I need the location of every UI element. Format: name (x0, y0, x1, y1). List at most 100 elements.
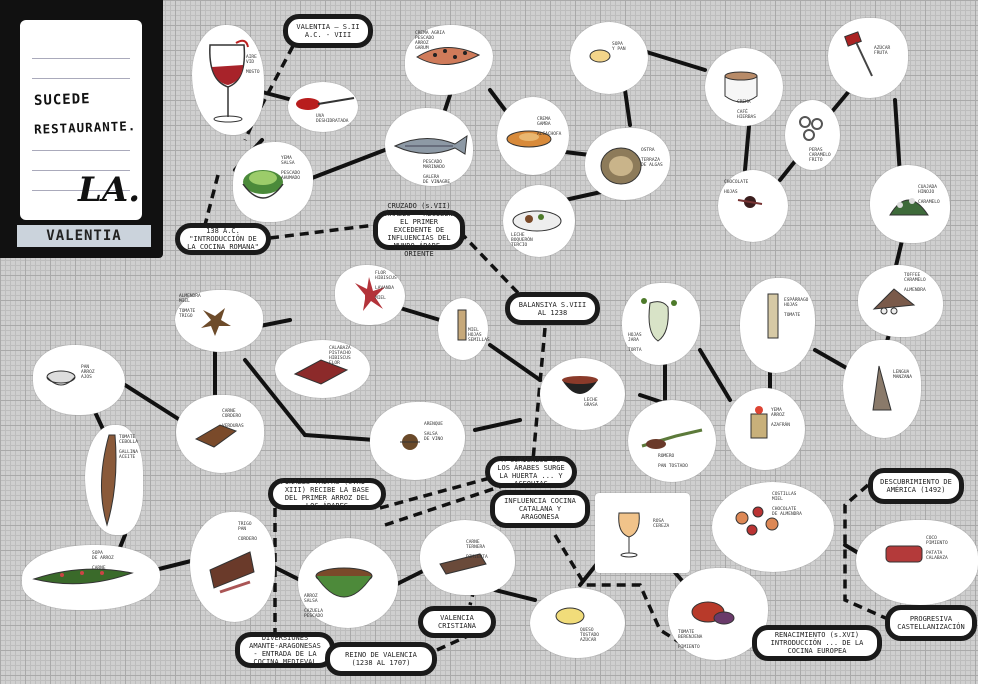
red-flower-illustration (355, 277, 385, 311)
red-flower-annotation: FLOR HIBISCUS LAVANDA MIEL (375, 271, 397, 301)
rosemary-annotation: ROMERO PAN TOSTADO (658, 454, 688, 469)
carrots-illustration (194, 424, 238, 448)
label-balansiya: BALANSIYA S.VIII AL 1238 (505, 292, 600, 325)
black-bowl-annotation: LECHE GRASA (584, 398, 598, 408)
knife-annotation: AZÚCAR FRUTA (874, 46, 891, 56)
rosemary-card: ROMERO PAN TOSTADO (628, 400, 716, 482)
roll-dessert-illustration (889, 198, 929, 216)
rice-bowl-card: ARROZ SALSA CAZUELA PESCADO (298, 538, 398, 628)
fish-top-annotation: CREMA AGRIA PESCADO ARROZ GARUM (415, 31, 445, 51)
tart-illustration (101, 434, 117, 527)
label-renaissance: RENACIMIENTO (s.XVI) INTRODUCCIÓN ... DE… (752, 625, 882, 661)
wineglass-card: ROSA CEREZA (595, 493, 690, 573)
vegetables-annotation: TOMATE BERENJENA PIMIENTO (678, 630, 703, 650)
sculpture-annotation: TOFFEE CARAMELO ALMENDRA (904, 273, 926, 293)
small-bowl-illustration (46, 370, 76, 386)
leaves-annotation: HOJAS JARA TORTA (628, 333, 642, 353)
label-arab-influence: CRUZADO (s.VII) ÁRABES — RECIBEN EL PRIM… (373, 202, 465, 258)
egg-stick-annotation: YEMA ARROZ AZAFRÁN (771, 408, 790, 428)
label-kingdom-valencia: REINO DE VALENCIA (1238 AL 1707) (325, 642, 437, 676)
green-bowl-illustration (242, 170, 284, 199)
flower-dark-annotation: CHOCOLATE HOJAS (724, 180, 749, 195)
flower-dark-card: CHOCOLATE HOJAS (718, 170, 788, 242)
sausage-annotation: SOPA DE ARROZ CARNE (92, 551, 114, 571)
orange-dish-annotation: CREMA GAMBA ALCACHOFA (537, 117, 562, 137)
tower-illustration (457, 309, 467, 341)
page-margin-right (978, 0, 992, 695)
carrots-annotation: CARNE CORDERO VERDURAS (222, 409, 244, 429)
black-bowl-card: LECHE GRASA (540, 358, 625, 430)
asparagus-illustration (767, 293, 779, 339)
asparagus-annotation: ESPÁRRAGO HOJAS TOMATE (784, 298, 809, 318)
cheese-illustration (555, 607, 585, 625)
knife-card: AZÚCAR FRUTA (828, 18, 908, 98)
brand-name: VALENTIA (17, 225, 151, 247)
wine-glass-illustration (209, 39, 249, 123)
small-bowl-card: PAN ARROZ AJOS (33, 345, 125, 415)
title-line-2: RESTAURANTE. (33, 118, 137, 137)
oyster-illustration (600, 147, 642, 185)
meat-leaves-card: TRIGO PAN CORDERO (190, 512, 275, 622)
label-medieval-cuisine: DIVERSIONES AMANTE-ARAGONESAS - ENTRADA … (235, 632, 335, 668)
cup-annotation: CREMA CAFÉ HIERBAS (737, 100, 756, 120)
wood-illustration (872, 365, 892, 411)
meat-leaves-annotation: TRIGO PAN CORDERO (238, 522, 257, 542)
tower-card: MIEL HOJAS SEMILLAS (438, 298, 490, 360)
sculpture-card: TOFFEE CARAMELO ALMENDRA (858, 265, 943, 337)
fish-annotation: PESCADO MARINADO GALERA DE VINAGRE (423, 160, 451, 185)
sardine-card: ARENQUE SALSA DE VINO (370, 402, 465, 480)
sardine-annotation: ARENQUE SALSA DE VINO (424, 422, 443, 442)
wine-glass-card: AIRE VID MOSTO (192, 25, 264, 135)
red-flower-card: FLOR HIBISCUS LAVANDA MIEL (335, 265, 405, 325)
cup-illustration (724, 71, 758, 103)
black-bowl-illustration (562, 376, 598, 394)
small-plate-card: LECHE BOQUERÓN TERCIO (503, 185, 575, 257)
spheres-illustration (799, 116, 823, 141)
tower-annotation: MIEL HOJAS SEMILLAS (468, 328, 490, 343)
red-meat-card: COCO PIMIENTO PATATA CALABAZA (856, 520, 978, 605)
egg-card: SOPA Y PAN (570, 22, 648, 94)
title-panel: SUCEDE RESTAURANTE. LA. VALENTIA (0, 0, 163, 258)
spoon-card: UVA DESHIDRATADA (288, 82, 358, 132)
mixed-dish-annotation: CALABAZA PISTACHO HIBISCUS FLOR (329, 346, 351, 366)
rosemary-illustration (641, 428, 703, 449)
vegetables-illustration (691, 601, 735, 625)
mixed-dish-illustration (293, 359, 349, 385)
card-rule-line (32, 78, 130, 79)
label-america-discovery: DESCUBRIMIENTO DE AMÉRICA (1492) (868, 468, 964, 504)
sardine-illustration (400, 434, 420, 450)
spotted-fish-illustration (416, 46, 481, 66)
red-meat-annotation: COCO PIMIENTO PATATA CALABAZA (926, 536, 948, 561)
small-plate-illustration (512, 210, 562, 232)
asparagus-card: ESPÁRRAGO HOJAS TOMATE (740, 278, 815, 373)
label-arab-garden: A COMIENZOS DE LOS ÁRABES SURGE LA HUERT… (485, 456, 577, 488)
sweets-card: COSTILLAS MIEL CHOCOLATE DE ALMENDRA (712, 482, 834, 572)
carrots-card: CARNE CORDERO VERDURAS (176, 395, 264, 473)
tart-annotation: TOMATE CEBOLLA GALLINA ACEITE (119, 435, 138, 460)
green-bowl-card: YEMA SALSA PESCADO AHUMADO (233, 142, 313, 222)
red-meat-illustration (885, 545, 923, 563)
sausage-card: SOPA DE ARROZ CARNE (22, 545, 160, 610)
green-bowl-annotation: YEMA SALSA PESCADO AHUMADO (281, 156, 300, 181)
pastry-card: ALMENDRA MIEL TOMATE TRIGO (175, 290, 263, 352)
title-line-1: SUCEDE (33, 91, 91, 109)
vegetables-card: TOMATE BERENJENA PIMIENTO (668, 568, 768, 660)
leaves-card: HOJAS JARA TORTA (622, 283, 700, 365)
title-card: SUCEDE RESTAURANTE. LA. (20, 20, 142, 220)
sculpture-illustration (872, 288, 916, 315)
knife-illustration (844, 31, 873, 77)
dish-mixed-card: CALABAZA PISTACHO HIBISCUS FLOR (275, 340, 370, 398)
fish-card: PESCADO MARINADO GALERA DE VINAGRE (385, 108, 473, 186)
spoon-annotation: UVA DESHIDRATADA (316, 114, 349, 124)
wineglass-illustration (618, 512, 640, 558)
rice-bowl-annotation: ARROZ SALSA CAZUELA PESCADO (304, 594, 323, 619)
spoon-illustration (296, 97, 355, 110)
wood-card: LENGUA MANZANA (843, 340, 921, 438)
card-rule-line (32, 58, 130, 59)
leaves-illustration (641, 298, 677, 342)
egg-illustration (589, 49, 611, 63)
oyster-annotation: OSTRA TERRAZA DE ALGAS (641, 148, 663, 168)
wood-annotation: LENGUA MANZANA (893, 370, 912, 380)
pasta-illustration (439, 553, 487, 575)
orange-dish-card: CREMA GAMBA ALCACHOFA (497, 97, 569, 175)
